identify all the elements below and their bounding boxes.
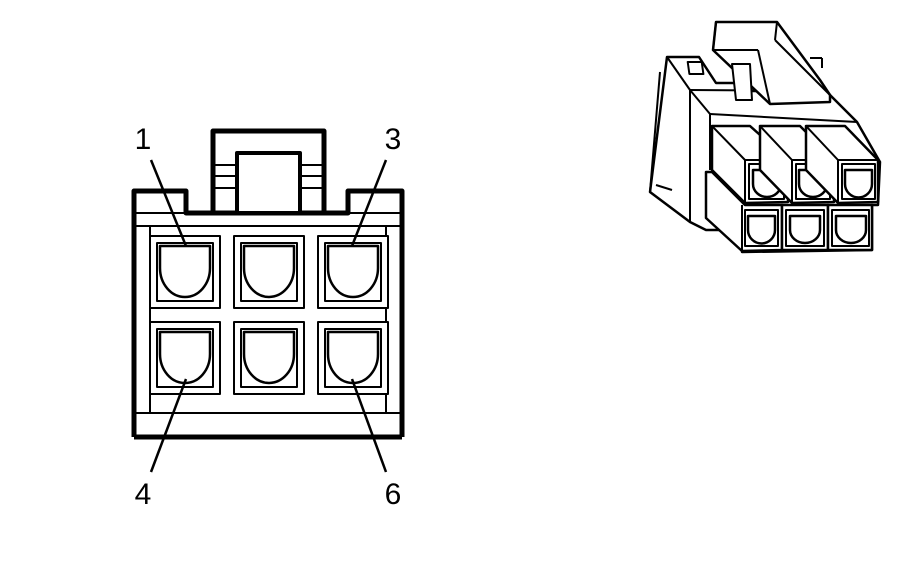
leader-line-pin-3 [350, 159, 388, 247]
leader-line-pin-1 [149, 159, 188, 247]
iso-latch [711, 20, 832, 106]
cavity-1 [149, 235, 221, 309]
cavity-2 [233, 235, 305, 309]
iso-cavity-row-top [710, 124, 880, 205]
cavity-grid [149, 235, 389, 395]
leader-line-pin-6 [350, 378, 388, 473]
iso-cavity-5 [780, 203, 830, 252]
cavity-4 [149, 321, 221, 395]
pin-label-4: 4 [135, 478, 152, 511]
iso-cavity-3 [804, 124, 880, 205]
connector-housing [131, 188, 405, 440]
leader-line-pin-4 [149, 378, 188, 473]
pin-label-3: 3 [385, 123, 402, 156]
leader-lines [149, 159, 388, 473]
connector-isometric-view [648, 20, 882, 254]
iso-cavity-6 [826, 203, 874, 252]
cavity-5 [233, 321, 305, 395]
cavity-3 [317, 235, 389, 309]
connector-face-view [131, 128, 405, 473]
latch-tab [210, 128, 327, 216]
pin-label-6: 6 [385, 478, 402, 511]
pin-label-1: 1 [135, 123, 152, 156]
iso-cavity-row-bottom [704, 170, 874, 253]
pin-labels: 1 3 4 6 [135, 123, 402, 511]
